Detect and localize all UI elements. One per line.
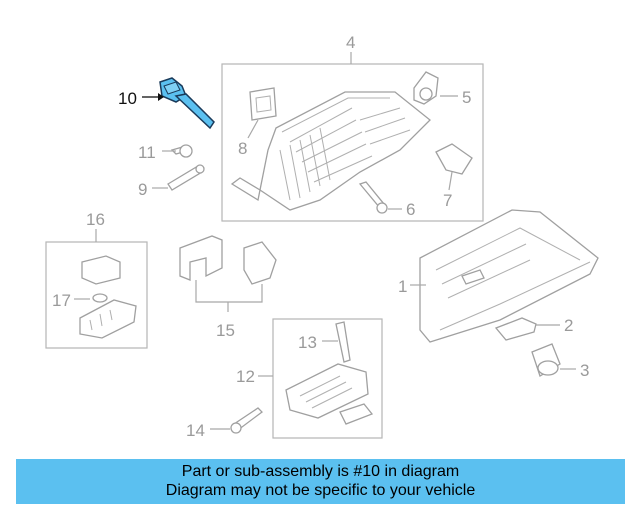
caption-banner: Part or sub-assembly is #10 in diagram D… [16,459,625,504]
part-9-rod [167,164,205,191]
callout-4: 4 [346,33,355,52]
assembly-4-box [221,63,484,222]
part-3-cap [531,343,561,377]
callout-12: 12 [236,367,255,386]
caption-line-1: Part or sub-assembly is #10 in diagram [181,463,460,480]
callout-11: 11 [138,143,156,162]
callout-16: 16 [86,210,105,229]
callout-2: 2 [564,316,573,335]
callout-10: 10 [118,89,137,108]
callout-9: 9 [138,180,147,199]
callout-7: 7 [443,191,452,210]
part-7-stopper [435,143,473,175]
caption-line-2: Diagram may not be specific to your vehi… [165,482,476,499]
part-10-highlighted[interactable] [159,77,215,130]
part-8-clip [249,87,277,121]
callout-15: 15 [216,321,235,340]
callout-6: 6 [406,200,415,219]
callout-3: 3 [580,361,589,380]
callout-1: 1 [398,277,407,296]
assembly-12-box [272,318,383,439]
callout-5: 5 [462,88,471,107]
callout-14: 14 [186,421,205,440]
part-6-screw [358,181,388,214]
part-15-brackets [179,235,277,312]
part-2-latch [494,317,537,341]
callout-13: 13 [298,333,317,352]
part-11-pin [170,144,193,158]
callout-8: 8 [238,139,247,158]
part-14-screw [230,407,263,434]
part-5-bumper [413,71,439,105]
part-12-bin [285,321,374,425]
part-1-glove-box-door [419,209,599,343]
callout-17: 17 [52,291,71,310]
part-16-lamp [79,255,137,339]
glove-box-housing [230,91,431,211]
leader-arrow-10 [158,93,164,101]
